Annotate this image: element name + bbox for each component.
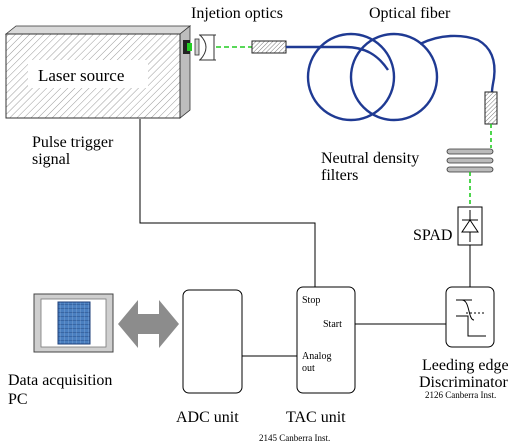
pulse-trigger-wire	[139, 119, 316, 287]
data-transfer-arrow	[118, 300, 179, 348]
optical-fiber	[286, 32, 496, 122]
discriminator-label-1: Leeding edge	[422, 357, 509, 374]
leading-edge-discriminator	[445, 286, 495, 348]
pulse-trigger-label-2: signal	[32, 151, 71, 168]
pc-label-1: Data acquisition	[8, 372, 112, 389]
tac-unit-label: TAC unit	[286, 409, 346, 426]
tac-start-label: Start	[323, 319, 342, 330]
laser-source-label: Laser source	[38, 66, 124, 85]
adc-unit	[182, 289, 243, 394]
tac-stop-label: Stop	[302, 295, 320, 306]
neutral-density-filters	[446, 148, 494, 173]
adc-unit-label: ADC unit	[176, 409, 239, 426]
laser-source: Laser source	[4, 25, 192, 119]
laser-output-coupler	[183, 40, 192, 54]
injection-optics-label: Injetion optics	[191, 5, 283, 22]
pc-monitor	[33, 293, 114, 353]
fiber-input-connector	[251, 40, 287, 54]
nd-filters-label-1: Neutral density	[321, 150, 419, 167]
pc-label-2: PC	[8, 391, 28, 408]
injection-optics	[194, 34, 216, 61]
spad-detector	[457, 206, 483, 246]
tac-model-label: 2145 Canberra Inst.	[259, 433, 330, 443]
nd-filters-label-2: filters	[321, 167, 358, 184]
discriminator-model-label: 2126 Canberra Inst.	[425, 390, 496, 400]
discriminator-label-2: Discriminator	[419, 374, 509, 391]
tac-analog-label-1: Analog	[302, 351, 331, 362]
tac-unit	[296, 286, 356, 394]
tac-analog-label-2: out	[302, 363, 315, 374]
pulse-trigger-label-1: Pulse trigger	[32, 134, 114, 151]
fiber-output-connector	[484, 91, 498, 125]
optical-fiber-label: Optical fiber	[369, 5, 451, 22]
spad-label: SPAD	[413, 227, 452, 244]
